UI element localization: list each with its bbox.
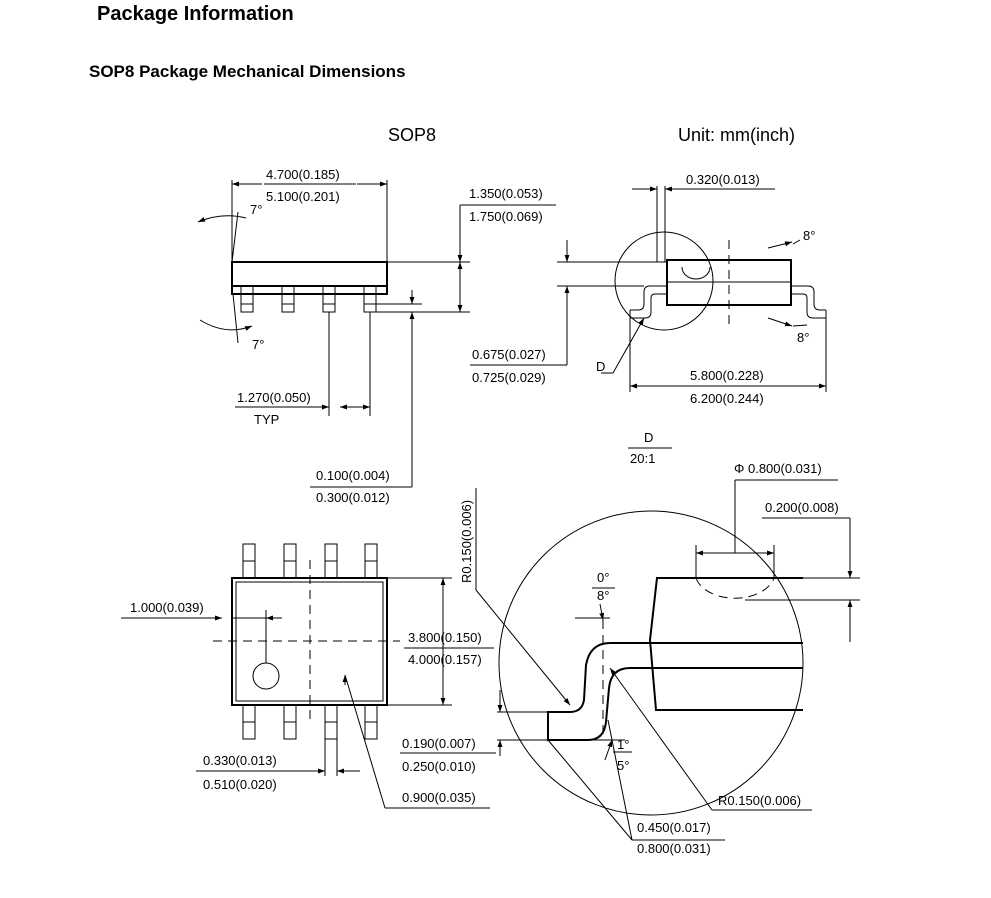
angle-min: 0° (597, 570, 609, 585)
height-max: 1.750(0.069) (469, 209, 543, 224)
height-min: 1.350(0.053) (469, 186, 543, 201)
detail-label: D (644, 430, 653, 445)
angle-top: 7° (250, 202, 262, 217)
detail-circle (498, 510, 804, 816)
detail-circle-small (614, 231, 714, 331)
lead-thickness-min: 0.190(0.007) (402, 736, 476, 751)
lead-width-min: 0.330(0.013) (203, 753, 277, 768)
angle-foot-min: 1° (617, 737, 629, 752)
detail-ref: D (596, 359, 605, 374)
radius-horizontal: R0.150(0.006) (718, 793, 801, 808)
unit-label: Unit: mm(inch) (678, 125, 795, 145)
body-width-min: 3.800(0.150) (408, 630, 482, 645)
body-length-max: 5.100(0.201) (266, 189, 340, 204)
standoff-max: 0.300(0.012) (316, 490, 390, 505)
side-view: 0.320(0.013) 8° 8° 0.675(0.027) 0.725(0.… (470, 172, 827, 406)
front-body (231, 261, 388, 287)
radius-vertical: R0.150(0.006) (459, 500, 474, 583)
overall-width-min: 5.800(0.228) (690, 368, 764, 383)
lead-width-max: 0.510(0.020) (203, 777, 277, 792)
angle-bottom: 7° (252, 337, 264, 352)
top-leads-upper (242, 543, 378, 579)
overall-width-max: 6.200(0.244) (690, 391, 764, 406)
body-height-max: 0.725(0.029) (472, 370, 546, 385)
dim-0200: 0.200(0.008) (765, 500, 839, 515)
pitch-note: TYP (254, 412, 279, 427)
angle-foot-max: 5° (617, 758, 629, 773)
pin1-offset: 1.000(0.039) (130, 600, 204, 615)
section-title: Package Information (97, 3, 294, 25)
lead-length: 0.900(0.035) (402, 790, 476, 805)
foot-length-max: 0.800(0.031) (637, 841, 711, 856)
body-width-max: 4.000(0.157) (408, 652, 482, 667)
top-view: 1.000(0.039) 3.800(0.150) 4.000(0.157) 0… (121, 543, 494, 809)
detail-scale: 20:1 (630, 451, 655, 466)
angle-max: 8° (597, 588, 609, 603)
subsection-title: SOP8 Package Mechanical Dimensions (89, 62, 406, 81)
body-height-min: 0.675(0.027) (472, 347, 546, 362)
angle-side-bottom: 8° (797, 330, 809, 345)
package-label: SOP8 (388, 125, 436, 145)
angle-side-top: 8° (803, 228, 815, 243)
lead-width-side: 0.320(0.013) (686, 172, 760, 187)
front-view: 4.700(0.185) 5.100(0.201) 1.350(0.053) 1… (197, 167, 556, 505)
pitch-dim: 1.270(0.050) (237, 390, 311, 405)
standoff-min: 0.100(0.004) (316, 468, 390, 483)
phi-dim: Φ 0.800(0.031) (734, 461, 822, 476)
foot-length-min: 0.450(0.017) (637, 820, 711, 835)
top-leads-lower (242, 704, 378, 740)
front-body-bottom (231, 285, 388, 295)
lead-thickness-max: 0.250(0.010) (402, 759, 476, 774)
body-length-min: 4.700(0.185) (266, 167, 340, 182)
detail-d-view: D 20:1 0° 8° Φ 0.800(0.031) 0.200(0.008) (400, 430, 860, 856)
